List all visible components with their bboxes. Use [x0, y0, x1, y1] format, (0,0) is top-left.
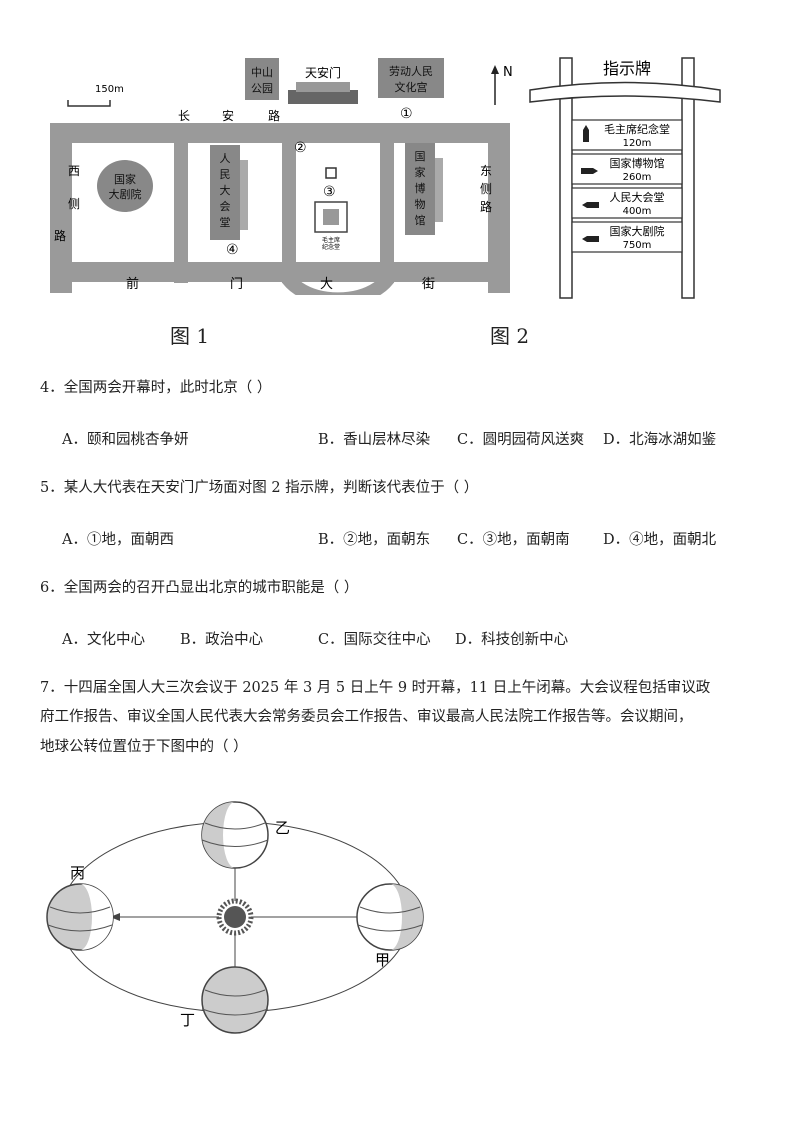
- q5-option-a: A．①地，面朝西: [62, 532, 174, 548]
- figure2-caption: 图 2: [490, 324, 530, 348]
- label-yi: 乙: [275, 819, 290, 837]
- question-7-line-1: 7．十四届全国人大三次会议于 2025 年 3 月 5 日上午 9 时开幕，11…: [40, 680, 711, 696]
- marker-3: ③: [323, 184, 336, 200]
- q4-option-d: D．北海冰湖如鉴: [603, 432, 717, 448]
- svg-text:劳动人民: 劳动人民: [389, 65, 433, 78]
- national-museum: [405, 143, 435, 235]
- svg-text:民: 民: [220, 168, 231, 181]
- svg-text:纪念堂: 纪念堂: [322, 243, 340, 251]
- svg-text:家: 家: [415, 165, 426, 179]
- svg-text:路: 路: [268, 108, 280, 123]
- svg-text:400m: 400m: [623, 206, 652, 217]
- question-5: 5．某人大代表在天安门广场面对图 2 指示牌，判断该代表位于（ ）: [40, 480, 479, 496]
- figure1-caption: 图 1: [170, 324, 210, 348]
- memorial-hall: [314, 201, 348, 233]
- tiananmen-gate: [288, 90, 358, 104]
- q6-option-a: A．文化中心: [62, 632, 145, 648]
- great-hall: [210, 145, 240, 240]
- hand-left-icon-2: [582, 236, 599, 242]
- marker-4: ④: [226, 242, 239, 258]
- svg-text:人: 人: [220, 152, 231, 165]
- figure2-signboard: 指示牌 毛主席纪念堂 120m 国家博物馆 260m 人民大会堂 400m 国家…: [529, 57, 721, 299]
- hand-up-icon: [583, 125, 589, 142]
- svg-text:毛主席纪念堂: 毛主席纪念堂: [604, 122, 670, 136]
- svg-text:路: 路: [54, 228, 66, 243]
- svg-text:120m: 120m: [623, 138, 652, 149]
- orbit-diagram: 乙 丙 甲 丁: [46, 801, 424, 1034]
- svg-text:公园: 公园: [251, 82, 273, 95]
- q4-option-c: C．圆明园荷风送爽: [457, 432, 585, 448]
- svg-text:国家: 国家: [114, 172, 136, 186]
- svg-text:中山: 中山: [251, 66, 273, 79]
- earth-jia: [356, 883, 424, 951]
- svg-text:人民大会堂: 人民大会堂: [610, 190, 665, 204]
- q6-option-d: D．科技创新中心: [455, 632, 569, 648]
- question-6: 6．全国两会的召开凸显出北京的城市职能是（ ）: [40, 580, 359, 596]
- svg-text:国: 国: [415, 150, 426, 163]
- svg-text:街: 街: [422, 277, 435, 292]
- monument: [325, 167, 337, 179]
- figure1-map: 150m N 中山 公园 天安门 劳动人民 文化宫 长 安 路 西 侧 路 东 …: [50, 58, 513, 295]
- changan-road: [50, 123, 510, 143]
- question-7-line-3: 地球公转位置位于下图中的（ ）: [40, 739, 248, 755]
- svg-text:堂: 堂: [220, 216, 231, 229]
- question-7-line-2: 府工作报告、审议全国人民代表大会常务委员会工作报告、审议最高人民法院工作报告等。…: [40, 709, 693, 725]
- svg-text:侧: 侧: [68, 197, 80, 211]
- marker-1: ①: [400, 106, 413, 122]
- svg-text:大: 大: [320, 277, 333, 292]
- q6-option-b: B．政治中心: [180, 632, 264, 648]
- svg-text:毛主席: 毛主席: [322, 236, 340, 244]
- hand-left-icon: [582, 202, 599, 208]
- east-side-road: [488, 123, 510, 293]
- earth-bing: [46, 883, 114, 951]
- national-theatre: [97, 160, 153, 212]
- zhongshan-park: [245, 58, 279, 100]
- svg-text:大剧院: 大剧院: [109, 187, 142, 201]
- svg-text:会: 会: [220, 200, 231, 213]
- q5-option-b: B．②地，面朝东: [318, 532, 431, 548]
- label-ding: 丁: [180, 1011, 195, 1029]
- marker-2: ②: [294, 140, 307, 156]
- scale-bar: [67, 100, 111, 107]
- svg-text:260m: 260m: [623, 172, 652, 183]
- signboard-title: 指示牌: [603, 59, 651, 78]
- question-4: 4．全国两会开幕时，此时北京（ ）: [40, 380, 272, 396]
- tiananmen-label: 天安门: [305, 65, 341, 80]
- svg-text:馆: 馆: [415, 213, 426, 227]
- q5-option-d: D．④地，面朝北: [603, 532, 717, 548]
- west-side-road: [50, 123, 72, 293]
- scale-label: 150m: [95, 84, 124, 95]
- label-jia: 甲: [375, 951, 390, 969]
- earth-yi: [201, 801, 269, 869]
- q4-option-a: A．颐和园桃杏争妍: [62, 432, 189, 448]
- q4-option-b: B．香山层林尽染: [318, 432, 431, 448]
- svg-text:门: 门: [230, 277, 243, 292]
- svg-text:国家大剧院: 国家大剧院: [610, 224, 665, 238]
- svg-text:750m: 750m: [623, 240, 652, 251]
- sun-icon: [216, 898, 254, 936]
- svg-text:侧: 侧: [480, 182, 492, 196]
- svg-text:安: 安: [222, 108, 234, 123]
- svg-text:东: 东: [480, 164, 492, 178]
- svg-text:博: 博: [415, 182, 426, 195]
- svg-text:路: 路: [480, 199, 492, 214]
- svg-text:西: 西: [68, 164, 80, 178]
- q6-option-c: C．国际交往中心: [318, 632, 431, 648]
- laodong-palace: [378, 58, 444, 98]
- label-bing: 丙: [70, 864, 85, 882]
- svg-text:前: 前: [126, 276, 139, 292]
- svg-text:物: 物: [415, 197, 426, 211]
- north-label: N: [503, 65, 513, 80]
- svg-text:文化宫: 文化宫: [395, 80, 428, 94]
- svg-text:长: 长: [178, 109, 190, 123]
- hand-right-icon: [581, 168, 598, 174]
- earth-ding: [201, 966, 269, 1034]
- svg-text:国家博物馆: 国家博物馆: [610, 156, 665, 170]
- q5-option-c: C．③地，面朝南: [457, 532, 570, 548]
- svg-text:大: 大: [220, 183, 231, 197]
